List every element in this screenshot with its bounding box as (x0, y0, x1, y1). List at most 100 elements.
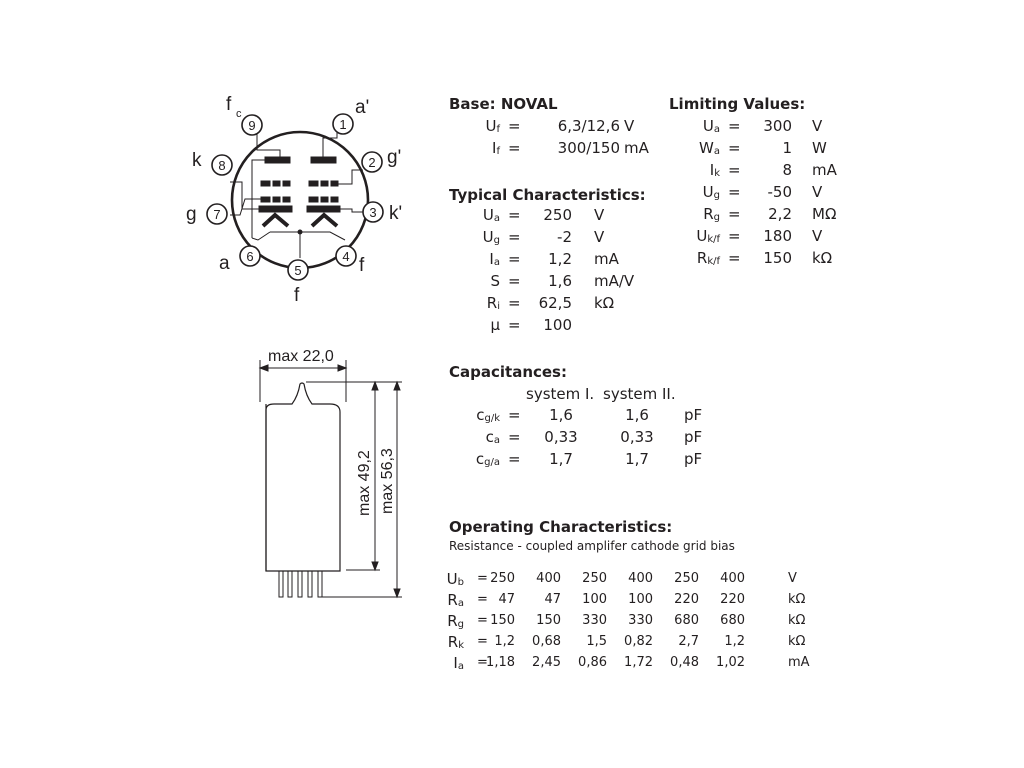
width-dimension-label: max 22,0 (268, 348, 334, 365)
operating-symbol-subscript: b (457, 577, 464, 588)
capacitance-symbol: cg/k (460, 406, 500, 424)
operating-symbol-letter: U (446, 570, 458, 588)
capacitance-symbol-subscript: a (493, 435, 500, 446)
limiting-value: 150 (763, 249, 792, 267)
capacitance-system1: 1,7 (549, 450, 573, 468)
capacitance-system1: 1,6 (549, 406, 573, 424)
base-symbol-letter: I (492, 139, 497, 157)
limiting-unit: V (812, 183, 823, 201)
limiting-symbol-letter: U (702, 117, 714, 135)
limiting-symbol-subscript: a (713, 146, 720, 157)
capacitance-unit: pF (684, 406, 703, 424)
limiting-symbol-letter: R (696, 249, 708, 267)
typical-value: -2 (557, 228, 572, 246)
operating-symbol-subscript: a (457, 661, 464, 672)
limiting-symbol: Ua (680, 117, 720, 135)
base-equals: = (508, 139, 521, 157)
operating-value: 1,72 (624, 655, 653, 670)
capacitance-equals: = (508, 450, 521, 468)
pin-number-4: 4 (342, 249, 349, 264)
operating-unit: mA (788, 655, 810, 670)
pin-label-5: f (294, 285, 300, 306)
limiting-symbol: Rk/f (680, 249, 720, 267)
limiting-unit: mA (812, 161, 837, 179)
typical-equals: = (508, 272, 521, 290)
typical-symbol-subscript: a (493, 257, 500, 268)
pin-number-3: 3 (369, 205, 376, 220)
limiting-equals: = (728, 183, 741, 201)
limiting-symbol-subscript: k/f (707, 234, 720, 245)
operating-value: 250 (582, 571, 607, 586)
typical-symbol-letter: U (482, 206, 494, 224)
operating-value: 47 (544, 592, 561, 607)
limiting-value: 2,2 (768, 205, 792, 223)
typical-symbol-subscript: g (493, 235, 500, 246)
operating-value: 100 (582, 592, 607, 607)
limiting-symbol: Ug (680, 183, 720, 201)
operating-value: 400 (628, 571, 653, 586)
limiting-symbol-subscript: g (713, 212, 720, 223)
base-symbol-letter: U (485, 117, 497, 135)
capacitance-system2: 1,6 (625, 406, 649, 424)
typical-unit: mA (594, 250, 619, 268)
base-symbol: Uf (460, 117, 500, 135)
typical-value: 250 (543, 206, 572, 224)
operating-equals: = (477, 655, 488, 670)
limiting-symbol: Rg (680, 205, 720, 223)
limiting-value: 8 (782, 161, 792, 179)
operating-value: 330 (582, 613, 607, 628)
operating-unit: kΩ (788, 592, 806, 607)
typical-unit: V (594, 228, 605, 246)
operating-symbol: Ra (420, 591, 464, 609)
base-unit: mA (624, 139, 649, 157)
typical-value: 1,6 (548, 272, 572, 290)
limiting-symbol-letter: U (702, 183, 714, 201)
operating-value: 2,7 (678, 634, 699, 649)
typical-symbol-letter: μ (490, 316, 500, 334)
limiting-value: 1 (782, 139, 792, 157)
limiting-symbol-subscript: k/f (707, 256, 720, 267)
typical-symbol: μ (460, 316, 500, 334)
limiting-title: Limiting Values: (669, 95, 806, 113)
typical-symbol-letter: I (489, 250, 494, 268)
operating-value: 680 (720, 613, 745, 628)
operating-value: 250 (490, 571, 515, 586)
typical-title: Typical Characteristics: (449, 186, 646, 204)
operating-symbol: Rg (420, 612, 464, 630)
typical-symbol-letter: S (490, 272, 500, 290)
typical-symbol: Ua (460, 206, 500, 224)
capacitance-system1: 0,33 (544, 428, 578, 446)
tube-wiring (230, 130, 366, 258)
typical-symbol: Ug (460, 228, 500, 246)
capacitance-unit: pF (684, 450, 703, 468)
pin-label-2: g' (387, 147, 401, 168)
tube-pins (278, 570, 323, 598)
capacitance-col-2: system II. (603, 385, 676, 403)
operating-symbol-letter: R (447, 633, 459, 651)
typical-symbol-letter: R (486, 294, 498, 312)
capacitance-symbol-letter: c (485, 428, 494, 446)
operating-symbol-subscript: a (457, 598, 464, 609)
limiting-value: 180 (763, 227, 792, 245)
limiting-symbol: Wa (680, 139, 720, 157)
heater-junction (297, 229, 303, 235)
operating-symbol-letter: R (447, 591, 458, 609)
pin-number-6: 6 (246, 249, 253, 264)
operating-value: 1,2 (724, 634, 745, 649)
typical-unit: kΩ (594, 294, 615, 312)
operating-value: 0,82 (624, 634, 653, 649)
operating-equals: = (477, 634, 488, 649)
capacitance-col-1: system I. (526, 385, 595, 403)
limiting-equals: = (728, 161, 741, 179)
operating-value: 1,18 (486, 655, 515, 670)
typical-value: 1,2 (548, 250, 572, 268)
operating-value: 250 (674, 571, 699, 586)
operating-value: 47 (498, 592, 515, 607)
limiting-unit: V (812, 117, 823, 135)
pin-circles (206, 113, 384, 281)
operating-value: 220 (720, 592, 745, 607)
limiting-symbol-subscript: g (713, 190, 720, 201)
base-symbol-subscript: f (496, 124, 500, 135)
operating-unit: V (788, 571, 797, 586)
